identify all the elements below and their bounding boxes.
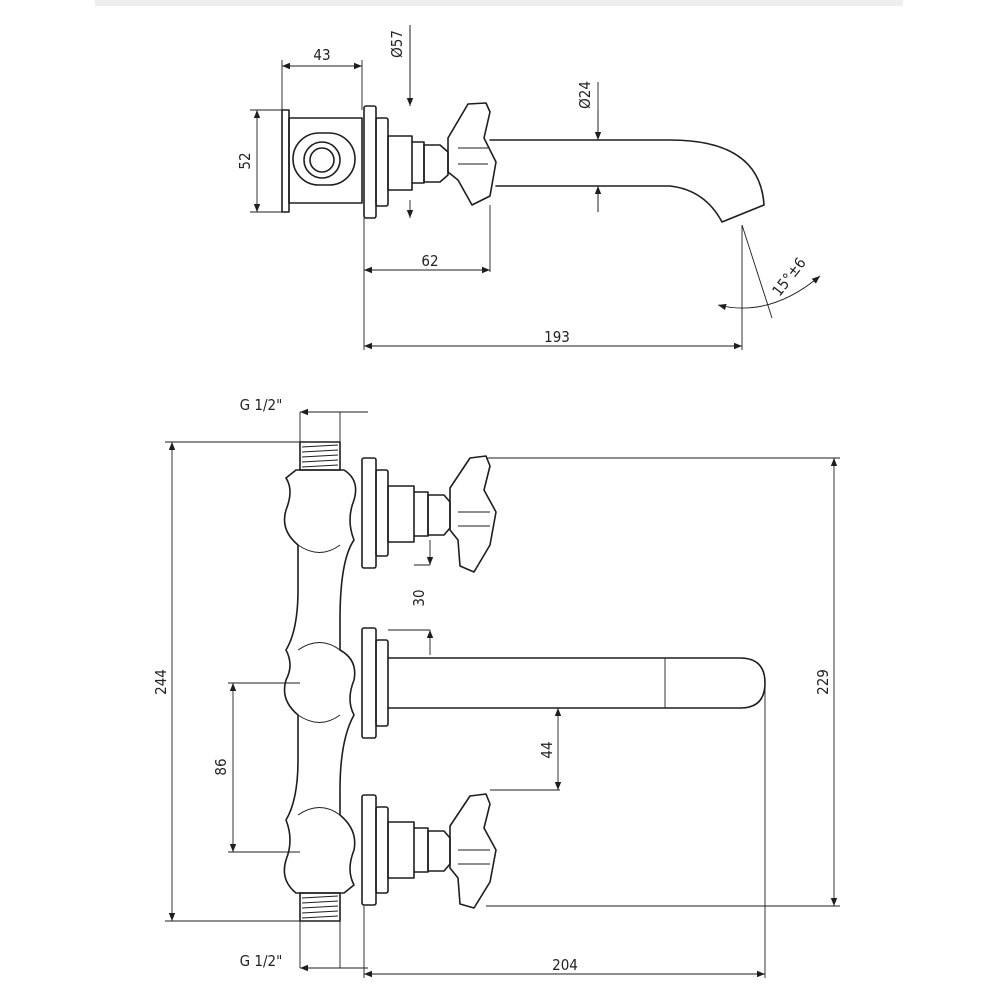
valve-body-side — [288, 117, 363, 204]
handle-top — [449, 455, 497, 573]
thread-top-label: G 1/2" — [240, 396, 283, 414]
dim-44: 44 — [538, 741, 556, 758]
valve-body-front — [283, 469, 357, 894]
stem-cap — [423, 144, 449, 183]
dim-43: 43 — [313, 46, 330, 64]
dim-86: 86 — [212, 758, 230, 775]
outlet-inner — [309, 147, 335, 173]
dim-244: 244 — [152, 669, 170, 695]
dim-57: Ø57 — [388, 30, 406, 58]
flange-top-outer — [361, 457, 377, 569]
flange-mid-outer — [361, 627, 377, 739]
dim-angle: 15°±6 — [768, 254, 809, 300]
spout-side — [489, 139, 765, 223]
handle-bottom — [449, 793, 497, 909]
flange-outer — [363, 105, 377, 219]
flange-mid-inner — [375, 639, 389, 727]
thread-bottom-label: G 1/2" — [240, 952, 283, 970]
flange-inner — [375, 117, 389, 207]
dim-52: 52 — [236, 152, 254, 169]
stem-top — [387, 485, 415, 543]
side-view: 43 Ø57 Ø24 52 62 193 15°±6 — [236, 25, 821, 350]
body-contours — [297, 544, 341, 816]
handle-grooves — [458, 147, 488, 165]
thread-top-lines — [301, 444, 339, 468]
dim-229: 229 — [814, 669, 832, 695]
dim-193: 193 — [544, 328, 570, 346]
spout-front — [387, 657, 766, 709]
aerator — [721, 204, 765, 223]
dim-24: Ø24 — [576, 81, 594, 109]
flange-bottom-outer — [361, 794, 377, 906]
dim-62: 62 — [421, 252, 438, 270]
outlet-hole — [303, 141, 341, 179]
handle-side — [447, 102, 497, 206]
dim-30: 30 — [410, 589, 428, 606]
outlet-ring — [292, 132, 356, 186]
top-bar — [95, 0, 903, 6]
stem — [387, 135, 413, 191]
stem-bottom — [387, 821, 415, 879]
flange-top-inner — [375, 469, 389, 557]
front-view: G 1/2" G 1/2" 244 229 30 86 44 204 — [152, 396, 840, 978]
flange-bottom-inner — [375, 806, 389, 894]
stem-neck — [411, 141, 425, 184]
dim-204: 204 — [552, 956, 578, 974]
wall-plate — [281, 109, 290, 213]
thread-bottom-lines — [301, 895, 339, 919]
